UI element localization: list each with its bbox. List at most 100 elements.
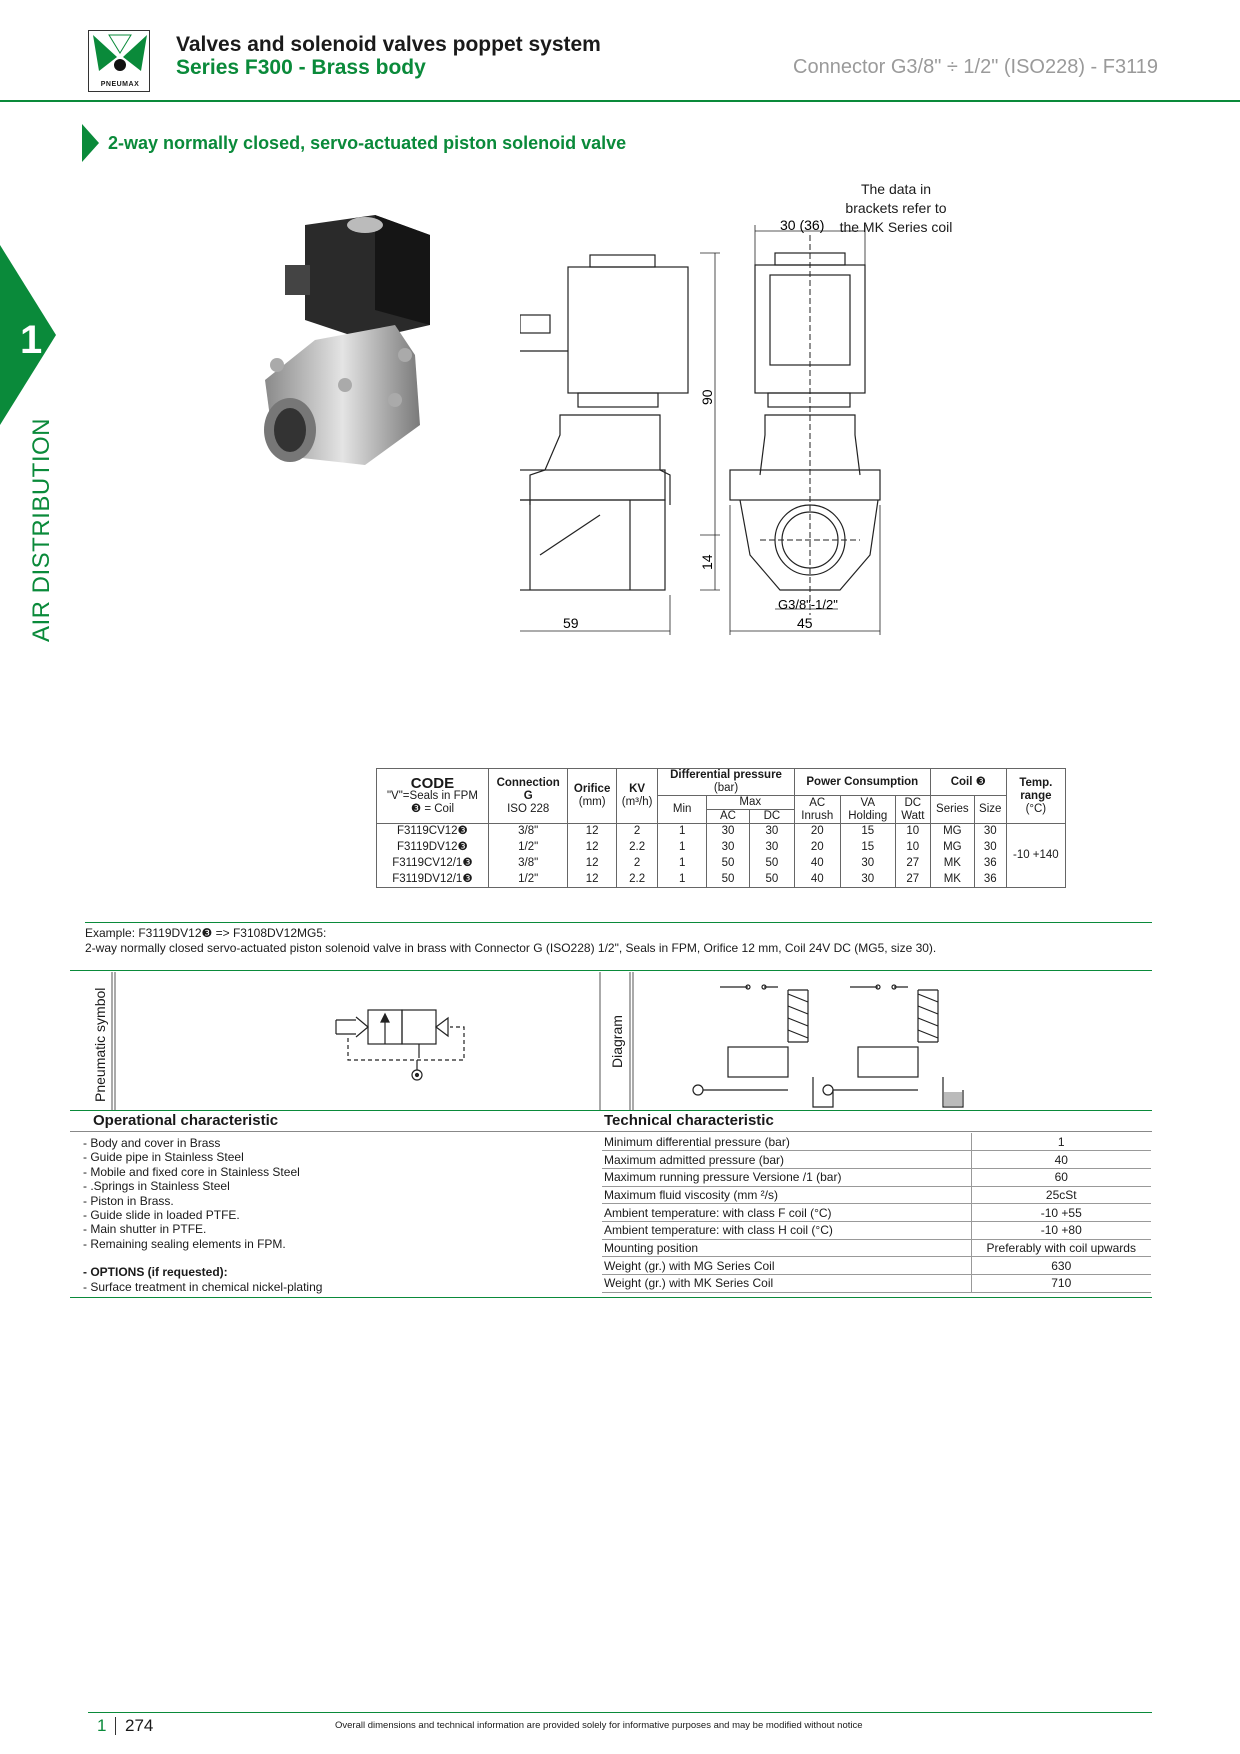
footer-chapter: 1 (97, 1716, 106, 1736)
divider (70, 970, 1152, 971)
chapter-number: 1 (20, 318, 43, 362)
dimension-drawing: 30 (36) 90 14 59 G3/8"-1/2" 45 (520, 217, 881, 635)
list-item: - Remaining sealing elements in FPM. (83, 1236, 286, 1251)
list-item: - Mobile and fixed core in Stainless Ste… (83, 1164, 300, 1179)
cell-inrush: 20 (793, 839, 841, 856)
logo-mark-icon (93, 34, 147, 71)
example-description: 2-way normally closed servo-actuated pis… (85, 941, 937, 955)
coil-marker-icon: ❸ (457, 825, 468, 838)
tech-value: 1 (970, 1133, 1151, 1152)
divider (70, 1131, 602, 1132)
col-diff-pressure: Differential pressure (bar) (657, 768, 795, 796)
tech-value: -10 +55 (970, 1203, 1151, 1222)
cell-holding: 30 (839, 871, 896, 888)
coil-note: The data in brackets refer to the MK Ser… (826, 180, 966, 237)
list-item: - .Springs in Stainless Steel (83, 1179, 230, 1194)
col-orifice: Orifice (mm) (567, 768, 617, 824)
tech-value: 710 (970, 1274, 1151, 1293)
dim-top: 30 (36) (780, 217, 824, 233)
tech-value: 60 (970, 1168, 1151, 1187)
page-number: 274 (125, 1716, 154, 1735)
cell-watt: 27 (894, 871, 931, 888)
coil-marker-icon: ❸ (457, 841, 468, 853)
cell-orifice: 12 (567, 839, 617, 856)
valve-photo (264, 215, 430, 465)
table-row: Maximum admitted pressure (bar)40 (602, 1150, 1151, 1169)
col-temp: Temp. range (°C) (1005, 768, 1067, 824)
section-title: 2-way normally closed, servo-actuated pi… (108, 133, 627, 153)
code-text: F3119DV12/1 (392, 872, 463, 885)
table-row: Maximum running pressure Versione /1 (ba… (602, 1168, 1151, 1187)
col-code: CODE "V"=Seals in FPM ❸ = Coil (376, 768, 489, 824)
coil-note-line: the MK Series coil (839, 219, 953, 235)
cell-max-ac: 30 (705, 823, 751, 840)
page-header: PNEUMAX Valves and solenoid valves poppe… (0, 0, 1240, 104)
coil-marker-icon: ❸ (975, 775, 986, 788)
tech-label: Maximum running pressure Versione /1 (ba… (602, 1168, 971, 1187)
dim-width-left: 59 (563, 615, 579, 631)
table-row: Maximum fluid viscosity (mm ²/s)25cSt (602, 1186, 1151, 1205)
cell-kv: 2 (615, 855, 659, 872)
col-size: Size (973, 795, 1007, 824)
operational-list: - Body and cover in Brass - Guide pipe i… (83, 1136, 322, 1294)
codes-table: CODE "V"=Seals in FPM ❸ = Coil Connectio… (376, 768, 1067, 888)
cell-max-dc: 50 (749, 855, 795, 872)
cell-size: 36 (973, 855, 1007, 872)
cell-orifice: 12 (567, 823, 617, 840)
page-title: Valves and solenoid valves poppet system (176, 33, 601, 56)
tech-value: 40 (970, 1150, 1151, 1169)
divider (602, 1131, 1152, 1132)
dim-width-right: 45 (797, 615, 813, 631)
col-code-note: "V"=Seals in FPM (386, 789, 478, 802)
col-diff-label: Differential pressure (670, 769, 782, 781)
col-watt-top: DC (904, 796, 922, 809)
coil-marker-icon: ❸ (462, 872, 473, 885)
operational-title: Operational characteristic (93, 1112, 279, 1129)
cell-code: F3119DV12/1❸ (376, 871, 489, 888)
cell-series: MK (929, 855, 975, 872)
tech-label: Minimum differential pressure (bar) (602, 1133, 971, 1152)
list-item: - Body and cover in Brass (83, 1136, 221, 1150)
table-row: F3119CV12/1❸ 3/8" 12 2 1 50 50 40 30 27 … (376, 855, 1066, 872)
coil-note-line: brackets refer to (845, 200, 947, 216)
col-connection-label: Connection (496, 776, 560, 789)
cell-max-dc: 50 (749, 871, 795, 888)
coil-note-line: The data in (860, 181, 932, 197)
cell-orifice: 12 (567, 871, 617, 888)
col-max-ac: AC (705, 809, 751, 824)
cell-max-dc: 30 (749, 839, 795, 856)
col-kv-unit: (m³/h) (621, 796, 653, 808)
cell-min: 1 (657, 839, 707, 856)
cell-size: 30 (973, 823, 1007, 840)
table-row: Minimum differential pressure (bar)1 (602, 1133, 1151, 1152)
section-arrow-icon (82, 124, 99, 162)
symbol-diagram-panel (111, 972, 964, 1110)
cell-min: 1 (657, 855, 707, 872)
tech-value: -10 +80 (970, 1221, 1151, 1240)
cell-size: 36 (973, 871, 1007, 888)
col-connection-g: G (523, 789, 533, 802)
cell-conn: 1/2" (487, 839, 569, 856)
tech-value: Preferably with coil upwards (970, 1239, 1151, 1258)
cell-series: MG (929, 823, 975, 840)
col-inrush-top: AC (809, 796, 826, 809)
chapter-label: AIR DISTRIBUTION (28, 417, 55, 642)
col-kv-label: KV (629, 783, 646, 795)
list-item: - Guide slide in loaded PTFE. (83, 1208, 240, 1223)
cell-inrush: 40 (793, 871, 841, 888)
col-power: Power Consumption (793, 768, 931, 796)
coil-marker-icon: ❸ (201, 926, 213, 940)
footer-separator (115, 1717, 116, 1735)
col-coil-label: Coil (950, 775, 973, 788)
diagram-label: Diagram (609, 1015, 625, 1068)
tech-value: 25cSt (970, 1186, 1151, 1205)
list-item: - Guide pipe in Stainless Steel (83, 1150, 244, 1165)
tech-label: Ambient temperature: with class F coil (… (602, 1203, 971, 1222)
footer-divider (88, 1712, 1152, 1713)
cell-min: 1 (657, 823, 707, 840)
list-item: - Surface treatment in chemical nickel-p… (83, 1279, 323, 1294)
example-code: Example: F3119DV12 (85, 926, 202, 940)
tech-label: Mounting position (602, 1239, 971, 1258)
